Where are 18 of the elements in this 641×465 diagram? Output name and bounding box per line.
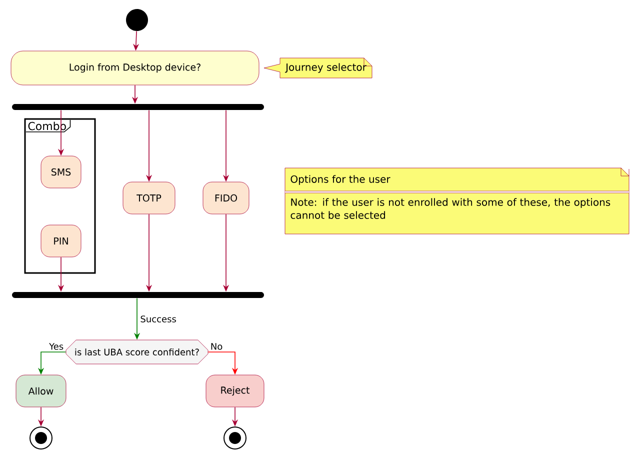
decision-hexagon: is last UBA score confident? bbox=[66, 340, 208, 364]
activity-box: SMS bbox=[40, 156, 82, 188]
start-box: Login from Desktop device? bbox=[10, 50, 260, 86]
start-dot bbox=[126, 9, 148, 31]
activity-box: TOTP bbox=[122, 182, 176, 214]
edge-label: Success bbox=[140, 316, 176, 322]
edge-label: Yes bbox=[49, 343, 64, 350]
activity-box: Allow bbox=[16, 374, 66, 408]
sync-bar bbox=[12, 104, 264, 110]
activity-box: PIN bbox=[40, 224, 82, 258]
note: Journey selector bbox=[264, 58, 372, 78]
sync-bar bbox=[12, 292, 264, 298]
edge-label: No bbox=[211, 343, 222, 350]
note: Options for the user Note: if the user is not enrolled with some of these, the options cannot be selected bbox=[284, 168, 630, 234]
end-dot bbox=[30, 426, 52, 450]
activity-box: FIDO bbox=[202, 182, 250, 214]
end-dot bbox=[224, 426, 246, 450]
activity-box: Reject bbox=[206, 374, 264, 408]
